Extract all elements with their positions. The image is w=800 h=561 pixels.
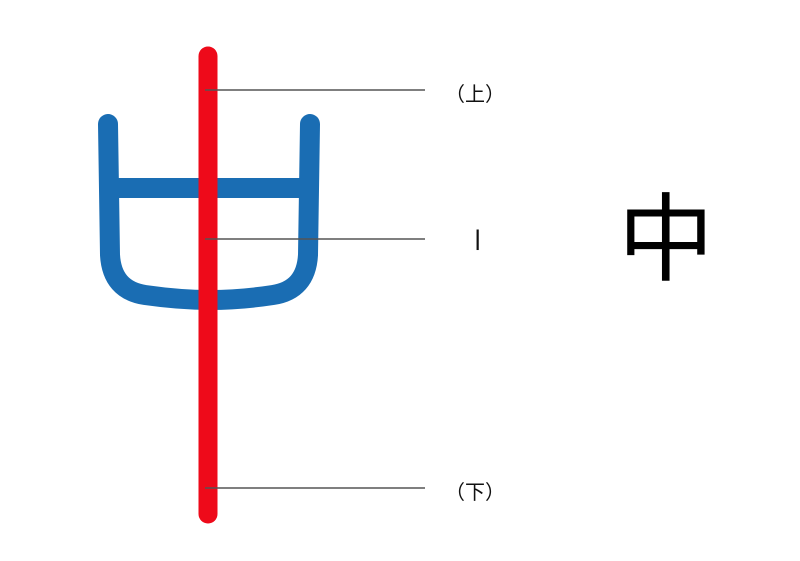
- right-vertical-stroke: [200, 114, 320, 310]
- left-vertical-stroke: [98, 114, 220, 310]
- label-bottom: （下）: [445, 480, 505, 504]
- leader-lines: [205, 89, 425, 489]
- label-top: （上）: [445, 82, 505, 106]
- label-middle: |: [474, 226, 482, 250]
- reference-character: 中: [618, 184, 714, 296]
